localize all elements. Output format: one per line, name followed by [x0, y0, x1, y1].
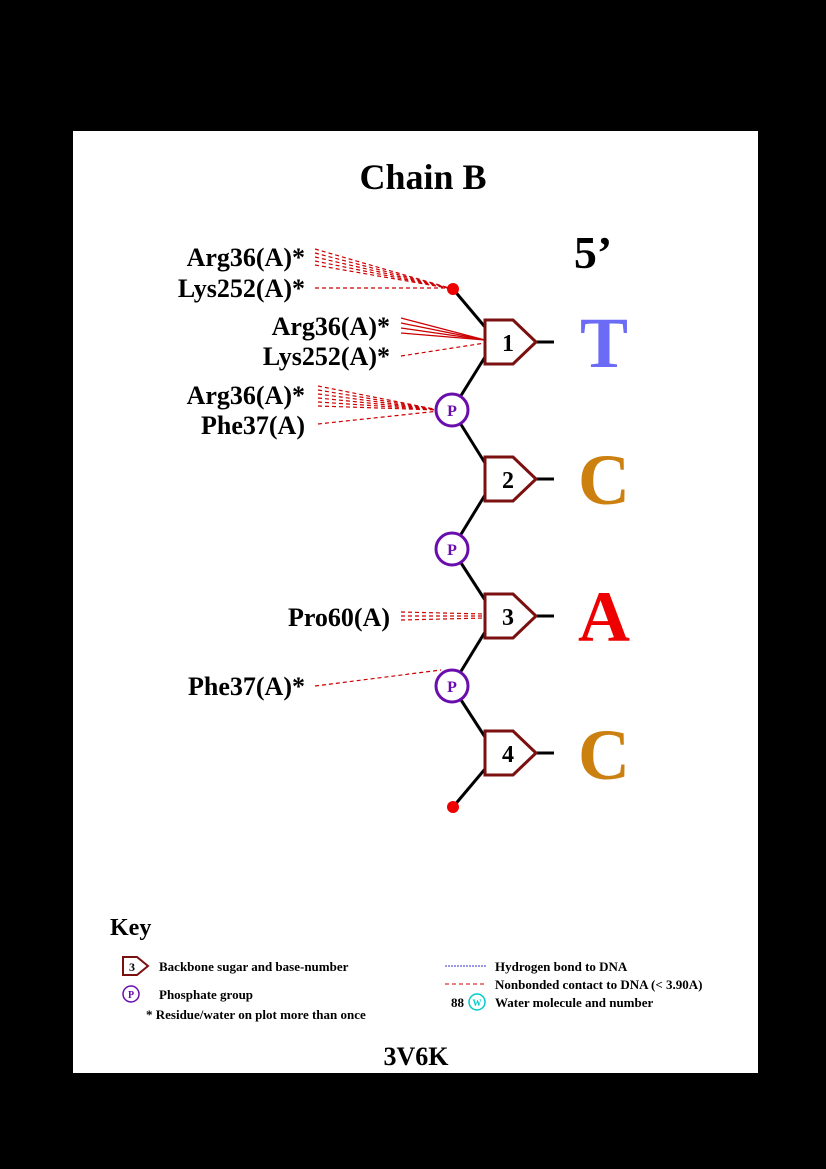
contact-line	[314, 669, 442, 687]
backbone-segment	[451, 768, 487, 808]
nucleotide-diagram: Chain B 5’	[110, 157, 702, 1071]
contact-line	[400, 611, 486, 615]
contact-line	[314, 252, 454, 290]
residue-label: Phe37(A)*	[188, 672, 305, 701]
contact-line	[314, 256, 454, 290]
sugar-key-icon	[122, 956, 150, 976]
residue-label: Phe37(A)	[201, 411, 305, 440]
pdb-id: 3V6K	[384, 1042, 450, 1071]
sugar-number: 1	[502, 331, 514, 357]
terminal-dot	[447, 801, 459, 813]
water-key-label: W	[473, 998, 482, 1008]
contact-line	[400, 332, 486, 341]
sugar-key-text: Backbone sugar and base-number	[159, 959, 349, 974]
sugar-pentagon-icon	[483, 318, 539, 366]
contact-line	[317, 410, 440, 425]
phosphate-label: P	[447, 679, 457, 696]
phosphate-key-text: Phosphate group	[159, 987, 253, 1002]
contact-line	[317, 405, 440, 411]
base-letter: C	[578, 440, 630, 520]
sugar-pentagon-icon	[483, 592, 539, 640]
residue-label: Arg36(A)*	[187, 381, 305, 410]
base-letter: T	[580, 303, 628, 383]
nonbonded-key-text: Nonbonded contact to DNA (< 3.90A)	[495, 977, 702, 992]
water-key-number: 88	[451, 995, 465, 1010]
contact-line	[317, 401, 440, 411]
sugar-pentagon-icon	[483, 729, 539, 777]
contact-line	[317, 397, 440, 411]
five-prime-label: 5’	[574, 227, 612, 278]
contact-line	[400, 617, 486, 621]
contact-line	[400, 322, 486, 341]
water-key-text: Water molecule and number	[495, 995, 654, 1010]
contact-line	[317, 385, 440, 411]
contact-line	[314, 264, 454, 290]
contact-line	[317, 393, 440, 411]
contact-line	[400, 317, 486, 341]
key-title: Key	[110, 915, 151, 941]
chain-title: Chain B	[359, 157, 486, 197]
sugar-pentagon-icon	[483, 455, 539, 503]
phosphate-circle-icon	[434, 531, 470, 567]
phosphate-circle-icon	[434, 668, 470, 704]
residue-label: Arg36(A)*	[272, 312, 390, 341]
hbond-key-text: Hydrogen bond to DNA	[495, 959, 628, 974]
residue-label: Lys252(A)*	[178, 274, 305, 303]
phosphate-label: P	[447, 403, 457, 420]
sugar-number: 4	[502, 742, 514, 768]
base-letter: C	[578, 715, 630, 795]
contact-line	[317, 389, 440, 411]
contact-line	[400, 327, 486, 341]
phosphate-circle-icon	[434, 392, 470, 428]
contact-lines	[314, 248, 486, 687]
sugar-key-number: 3	[129, 960, 135, 974]
diagram-panel: Chain B 5’	[73, 131, 758, 1073]
terminal-dot	[447, 283, 459, 295]
phosphate-key-label: P	[128, 990, 134, 1001]
key-legend: Key 3 Backbone sugar and base-number P P…	[110, 915, 702, 1022]
water-key-icon	[468, 993, 486, 1011]
contact-line	[314, 248, 454, 290]
backbone-segment	[451, 288, 487, 328]
sugar-shapes	[483, 318, 539, 777]
residue-label: Arg36(A)*	[187, 243, 305, 272]
star-key-text: * Residue/water on plot more than once	[146, 1007, 366, 1022]
contact-line	[314, 260, 454, 290]
residue-label: Pro60(A)	[288, 603, 390, 632]
phosphate-label: P	[447, 542, 457, 559]
sugar-number: 2	[502, 468, 514, 494]
base-letter: A	[578, 577, 630, 657]
residue-label: Lys252(A)*	[263, 342, 390, 371]
contact-line	[400, 342, 486, 357]
phosphate-key-icon	[122, 985, 140, 1003]
sugar-number: 3	[502, 605, 514, 631]
